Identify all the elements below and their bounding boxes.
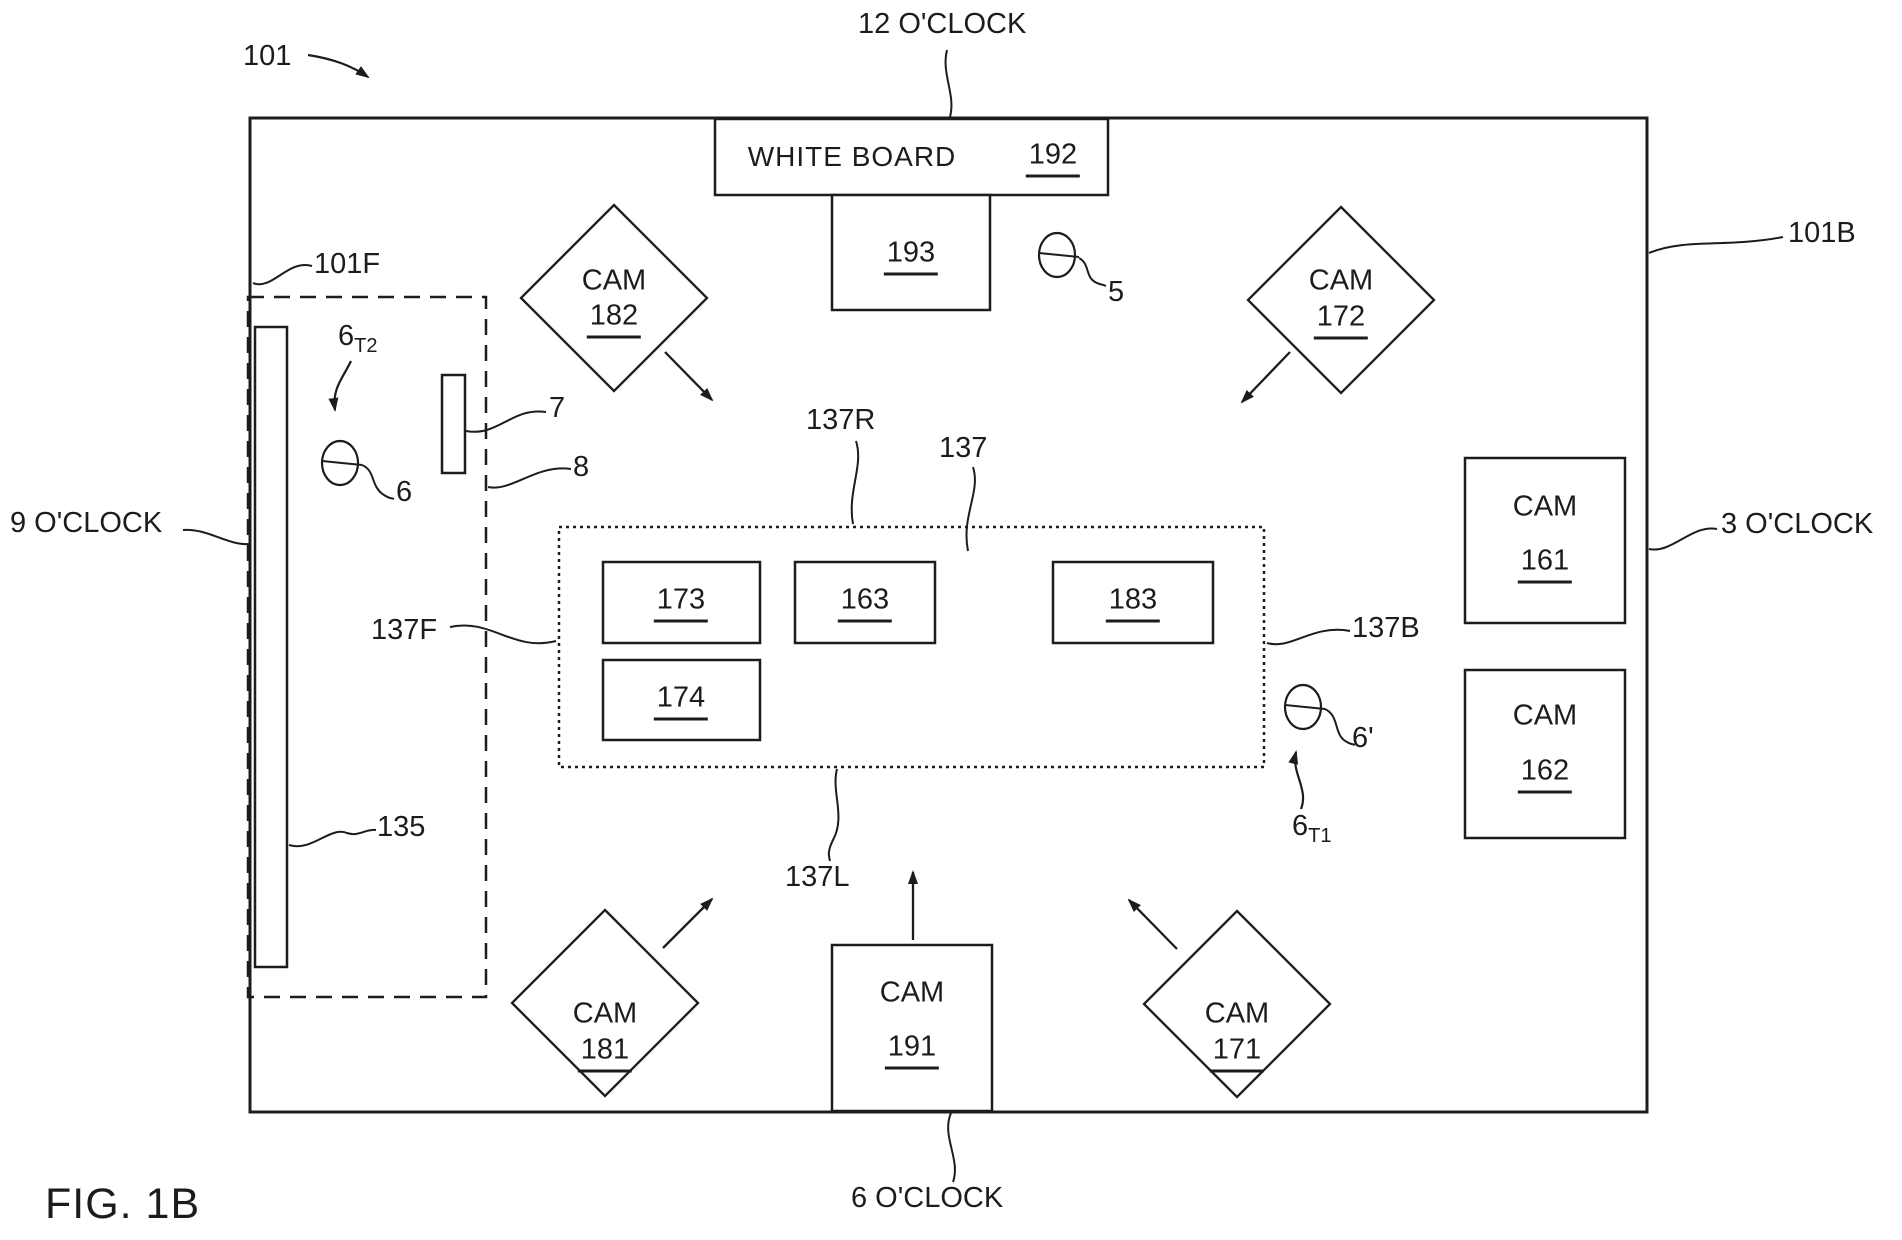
time-t2-subscript: T2 [354,335,378,357]
seat-173-ref: 173 [653,583,709,623]
leader-12-oclock [944,49,953,118]
cam-161-ref: 161 [1517,544,1573,584]
table-left-ref-label: 137L [785,861,850,893]
cam-181-diamond [510,908,700,1098]
cam-161-label: CAM [1512,490,1578,523]
seat-183-ref: 183 [1105,583,1161,623]
participant-5-icon-line [1038,252,1080,258]
leader-101-arrow [307,53,370,79]
leader-137 [965,466,976,552]
front-zone-outline [246,295,488,999]
leader-6-prime [1324,708,1356,746]
room-ref-label: 101 [243,40,292,72]
seat-163-ref: 163 [837,583,893,623]
cam-162-box [1463,668,1627,840]
seat-163-box [793,560,937,645]
device-8-label: 8 [573,451,590,483]
time-t1-label: 6T1 [1292,810,1332,847]
table-back-ref-label: 137B [1352,612,1420,644]
cam-162-ref: 162 [1517,754,1573,794]
leader-137f [449,624,557,645]
cam-191-ref: 191 [884,1030,940,1070]
cam-172-label: CAM [1308,264,1374,297]
leader-6 [361,464,395,500]
cam-181-ref: 181 [577,1033,633,1073]
seat-174-box [601,658,762,742]
leader-101f [252,263,313,286]
front-wall-ref-label: 101F [314,248,381,280]
clock-3-label: 3 O'CLOCK [1721,508,1874,540]
leader-8 [487,467,572,489]
cam-162-label: CAM [1512,699,1578,732]
cam-172-view-arrow [1240,351,1291,404]
cam-171-ref: 171 [1209,1033,1265,1073]
cam-171-diamond [1142,909,1332,1099]
participant-6-label: 6 [396,476,413,508]
clock-12-label: 12 O'CLOCK [858,8,1027,40]
table-right-ref-label: 137R [806,404,876,436]
back-wall-ref-label: 101B [1788,217,1856,249]
table-outline [557,525,1266,769]
participant-6-icon-line [321,460,363,466]
cam-161-box [1463,456,1627,625]
cam-182-diamond [519,203,709,393]
clock-9-label: 9 O'CLOCK [10,507,163,539]
cam-181-label: CAM [572,997,638,1030]
whiteboard-ref: 192 [1025,138,1081,178]
device-7-box [440,373,467,475]
time-t2-arrow [328,360,352,412]
cam-172-ref: 172 [1313,300,1369,340]
panel-193-box [830,193,992,312]
table-front-ref-label: 137F [371,614,438,646]
cam-172-diamond [1246,205,1436,395]
panel-193-ref: 193 [883,236,939,276]
leader-3-oclock [1648,527,1718,551]
leader-137l [827,768,840,862]
leader-5 [1078,257,1107,287]
leader-137r [850,440,860,525]
display-135-label: 135 [377,811,426,843]
figure-label: FIG. 1B [45,1180,201,1228]
seat-174-ref: 174 [653,681,709,721]
leader-137b [1266,628,1351,646]
clock-6-label: 6 O'CLOCK [851,1182,1004,1214]
time-t2-label: 6T2 [338,320,378,357]
cam-191-box [830,943,994,1113]
participant-6-prime-icon-line [1284,704,1326,710]
leader-101b [1648,236,1784,254]
seat-173-box [601,560,762,645]
cam-182-label: CAM [581,264,647,297]
time-t1-subscript: T1 [1308,825,1332,847]
cam-171-label: CAM [1204,997,1270,1030]
leader-9-oclock [182,528,251,546]
leader-135 [288,828,377,848]
cam-171-view-arrow [1127,898,1178,950]
device-7-label: 7 [549,392,566,424]
table-ref-label: 137 [939,432,988,464]
whiteboard-label: WHITE BOARD [747,141,957,172]
cam-181-view-arrow [662,897,714,949]
leader-6-oclock [947,1112,956,1183]
cam-182-view-arrow [664,351,714,402]
seat-183-box [1051,560,1215,645]
cam-191-label: CAM [879,976,945,1009]
cam-182-ref: 182 [586,299,642,339]
display-135-box [253,325,289,969]
participant-6-prime-label: 6' [1352,722,1374,754]
participant-5-label: 5 [1108,276,1125,308]
leader-7 [465,410,547,433]
time-t1-arrow [1288,750,1305,810]
